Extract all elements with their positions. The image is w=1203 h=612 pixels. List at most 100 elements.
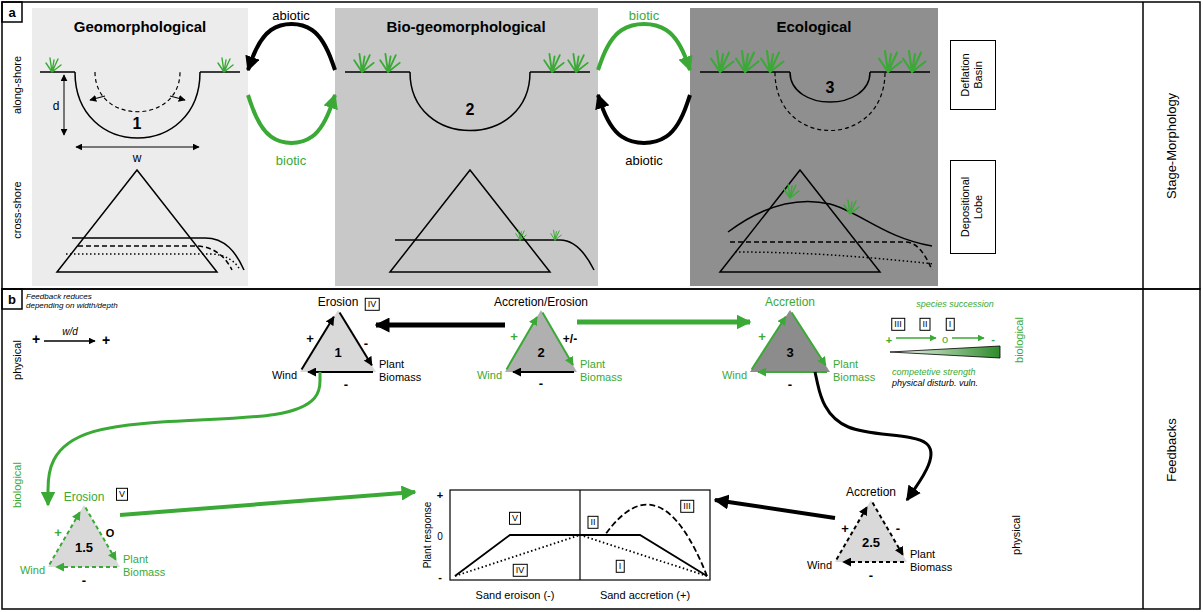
figure-label: O [106, 527, 115, 540]
connector [577, 320, 750, 325]
figure-label: - [364, 337, 368, 352]
connector [815, 372, 931, 500]
connector [48, 372, 320, 505]
figure-label: a [8, 6, 15, 21]
response-chart [450, 490, 710, 580]
ratio-arrow [44, 341, 95, 342]
node-text-holder: 2 [537, 343, 544, 361]
figure-label-holder: Feedback reduces depending on width/dept… [26, 292, 121, 313]
figure-label: + [306, 332, 314, 347]
node-text-holder: Accretion/Erosion [494, 292, 588, 310]
figure-label-holder: - [364, 334, 368, 352]
figure-label-holder: physical [1006, 515, 1024, 555]
stage-panel: Bio-geomorphological2 [335, 8, 598, 286]
figure-label-holder: competetive strength [892, 361, 976, 379]
node-text-holder: V [509, 507, 521, 525]
node-text-holder: IV [513, 559, 528, 577]
figure-label-holder: physical disturb. vuln. [892, 372, 978, 390]
figure-label: b [8, 293, 16, 308]
node-text: I [616, 560, 625, 573]
node-text: Plant Biomass [580, 358, 630, 383]
feedback-arrow [507, 317, 537, 369]
figure-label-holder: physical [7, 340, 25, 380]
panel-frame [2, 2, 1200, 289]
figure-label-holder: + [510, 327, 518, 345]
figure-label-holder: + [306, 329, 314, 347]
node-text-holder: Wind [20, 560, 45, 578]
figure-label: d [53, 100, 60, 114]
figure-label-holder: + [54, 523, 62, 541]
node-text-holder: Wind [477, 365, 502, 383]
figure-label: - [991, 333, 995, 346]
node-text-holder: 2.5 [862, 533, 880, 551]
figure-label-holder: II [919, 313, 930, 331]
edge-label-holder: abiotic [625, 151, 663, 169]
triangle-fill [48, 505, 120, 567]
node-text: 1 [133, 115, 142, 133]
figure-label-holder: a [8, 3, 15, 21]
response-chart [455, 535, 580, 576]
node-text-holder: Accretion [765, 292, 815, 310]
figure-label: w [133, 152, 142, 166]
node-text: Plant Biomass [833, 358, 883, 383]
node-text: Wind [722, 369, 747, 382]
figure-label-holder: + [102, 331, 110, 349]
figure-label-holder: - [438, 567, 442, 585]
figure-label: biological [11, 462, 24, 508]
node-text-holder: Plant Biomass [379, 358, 429, 385]
figure-label-holder: - [539, 374, 543, 392]
figure-label-holder: cross-shore [7, 181, 25, 238]
figure-label-holder: biological [7, 462, 25, 508]
node-text-holder: I [616, 555, 625, 573]
node-text-holder: Geomorphological [74, 18, 207, 36]
node-text: Accretion/Erosion [494, 296, 588, 310]
node-text: II [587, 516, 598, 529]
figure-label: Sand accretion (+) [600, 589, 690, 602]
feedback-arrow [56, 566, 117, 568]
figure-label-holder: species succession [916, 293, 994, 311]
figure-label-holder: + [886, 330, 892, 348]
figure-label-holder: - [896, 519, 900, 537]
node-text: Wind [477, 369, 502, 382]
node-text-holder: Erosion [64, 487, 105, 505]
figure-label: cross-shore [11, 181, 24, 238]
edge-label: abiotic [625, 154, 663, 169]
feedback-arrow [752, 317, 786, 370]
figure-label-holder: - [344, 375, 348, 393]
figure-label: physical [1010, 515, 1023, 555]
figure-label: + [841, 522, 849, 537]
node-text: Plant Biomass [910, 548, 960, 573]
node-text-holder: 3 [826, 79, 835, 97]
node-text: 2 [537, 346, 544, 361]
figure-label: Stage-Morphology [1165, 93, 1180, 199]
figure-label: w/d [62, 326, 78, 338]
succession-scale [952, 337, 984, 339]
panel-frame [2, 289, 22, 309]
node-text: 2 [466, 101, 475, 119]
response-chart [580, 535, 707, 576]
figure-label: - [896, 522, 900, 537]
feedback-arrow [302, 317, 334, 370]
triangle-fill [835, 500, 907, 562]
connector [248, 95, 335, 143]
figure-label: Feedback reduces depending on width/dept… [26, 292, 121, 310]
figure-label: along-shore [11, 56, 24, 114]
figure-label-holder: along-shore [7, 56, 25, 114]
figure-label: - [869, 569, 873, 584]
node-text: 3 [786, 346, 793, 361]
panel-frame [2, 289, 1200, 609]
figure-label: Feedbacks [1165, 418, 1180, 482]
figure-label-holder: V [116, 483, 128, 501]
figure-label: + [437, 489, 443, 502]
node-text: IV [513, 564, 528, 577]
node-text: 1 [334, 346, 341, 361]
figure-label: physical disturb. vuln. [892, 378, 978, 388]
node-text-holder: 1 [334, 343, 341, 361]
edge-label: biotic [629, 9, 659, 24]
node-text-holder: 3 [786, 343, 793, 361]
node-text-holder: Plant Biomass [580, 358, 630, 385]
triangle-fill [300, 310, 376, 372]
feedback-arrow [50, 512, 80, 564]
